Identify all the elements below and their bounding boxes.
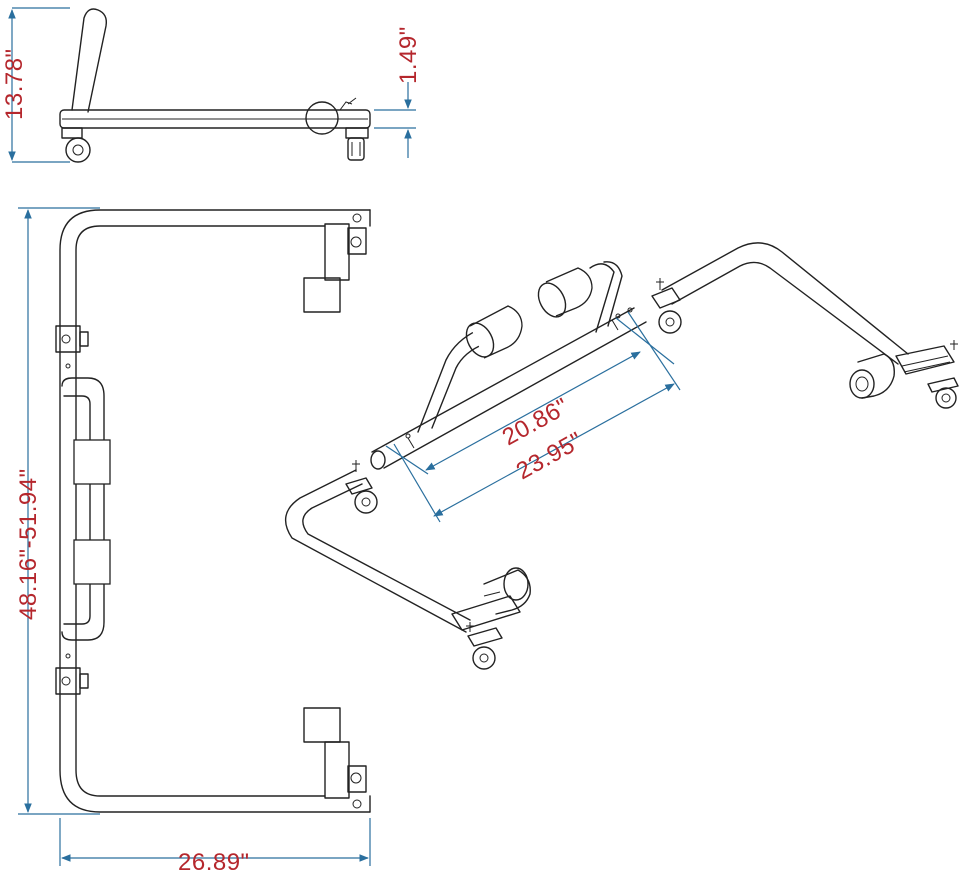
length-label: 48.16"-51.94" [15,468,42,620]
width-dimension: 26.89" [59,818,371,876]
caster-left-side [61,127,91,163]
isometric-view [284,242,959,670]
caster-iso-right-end [927,340,959,409]
handle-pad-lower [73,539,111,585]
side-view [59,8,371,163]
width-label: 26.89" [178,849,250,876]
top-view [55,209,371,813]
caster-iso-left-joint [345,460,378,514]
height-label: 13.78" [1,48,28,120]
clearance-dimension: 1.49" [374,26,422,158]
handle-pad-upper [73,439,111,485]
length-dimension: 48.16"-51.94" [15,207,100,815]
caster-iso-left-end [466,622,503,670]
clearance-label: 1.49" [395,26,422,84]
caster-iso-right-joint [651,278,682,334]
iso-handle-pad-right [537,267,593,318]
height-dimension: 13.78" [1,7,70,163]
caster-right-side [345,127,369,161]
